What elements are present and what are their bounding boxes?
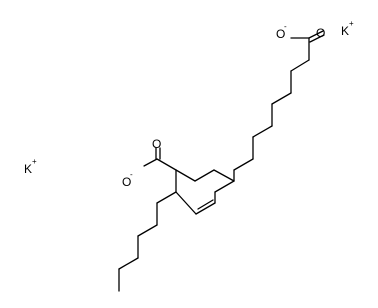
ring-bond-1 <box>213 169 235 182</box>
chain-bond-6 <box>252 125 273 138</box>
ring-double-bond-b <box>197 199 214 210</box>
ring-carboxylate-bonds <box>143 147 177 171</box>
potassium-ion-2: K + <box>24 157 37 176</box>
oxygen-label: O <box>316 26 325 40</box>
hexyl-bond-1 <box>156 191 177 204</box>
ring-carboxylate-c-o-bond <box>143 158 158 167</box>
ring-double-bond-a <box>195 202 216 215</box>
ring-carboxyl-bond <box>156 158 177 171</box>
chain-carbonyl-bond-b <box>309 34 325 43</box>
oxygen-label: O <box>122 175 131 189</box>
potassium-label: K <box>24 162 32 176</box>
cyclohexene-ring-bonds <box>175 169 235 215</box>
positive-charge: + <box>32 157 37 166</box>
ring-bond-2 <box>214 180 235 193</box>
ring-bond-3 <box>194 169 215 182</box>
atom-label-ring-o: O <box>152 137 161 151</box>
chain-bond-2 <box>290 59 310 72</box>
oxygen-label: O <box>276 27 285 41</box>
potassium-label: K <box>341 24 349 38</box>
atom-label-ring-o-minus: O - <box>122 170 133 189</box>
negative-charge: - <box>130 170 133 179</box>
potassium-ion-1: K + <box>341 19 354 38</box>
oxygen-label: O <box>152 137 161 151</box>
chain-bond-8 <box>233 158 254 171</box>
atom-label-chain-o: O <box>316 26 325 40</box>
chain-carbonyl-bond-a <box>308 30 324 39</box>
octanoate-chain-bonds <box>233 30 325 182</box>
negative-charge: - <box>284 22 287 31</box>
hexyl-chain-bonds <box>118 191 177 292</box>
chain-bond-4 <box>271 92 292 105</box>
ring-bond-4 <box>175 169 196 182</box>
hexyl-bond-3 <box>137 224 158 237</box>
atom-label-chain-o-minus: O - <box>276 22 287 41</box>
hexyl-bond-5 <box>118 257 139 270</box>
ring-bond-6 <box>175 191 197 215</box>
positive-charge: + <box>349 19 354 28</box>
